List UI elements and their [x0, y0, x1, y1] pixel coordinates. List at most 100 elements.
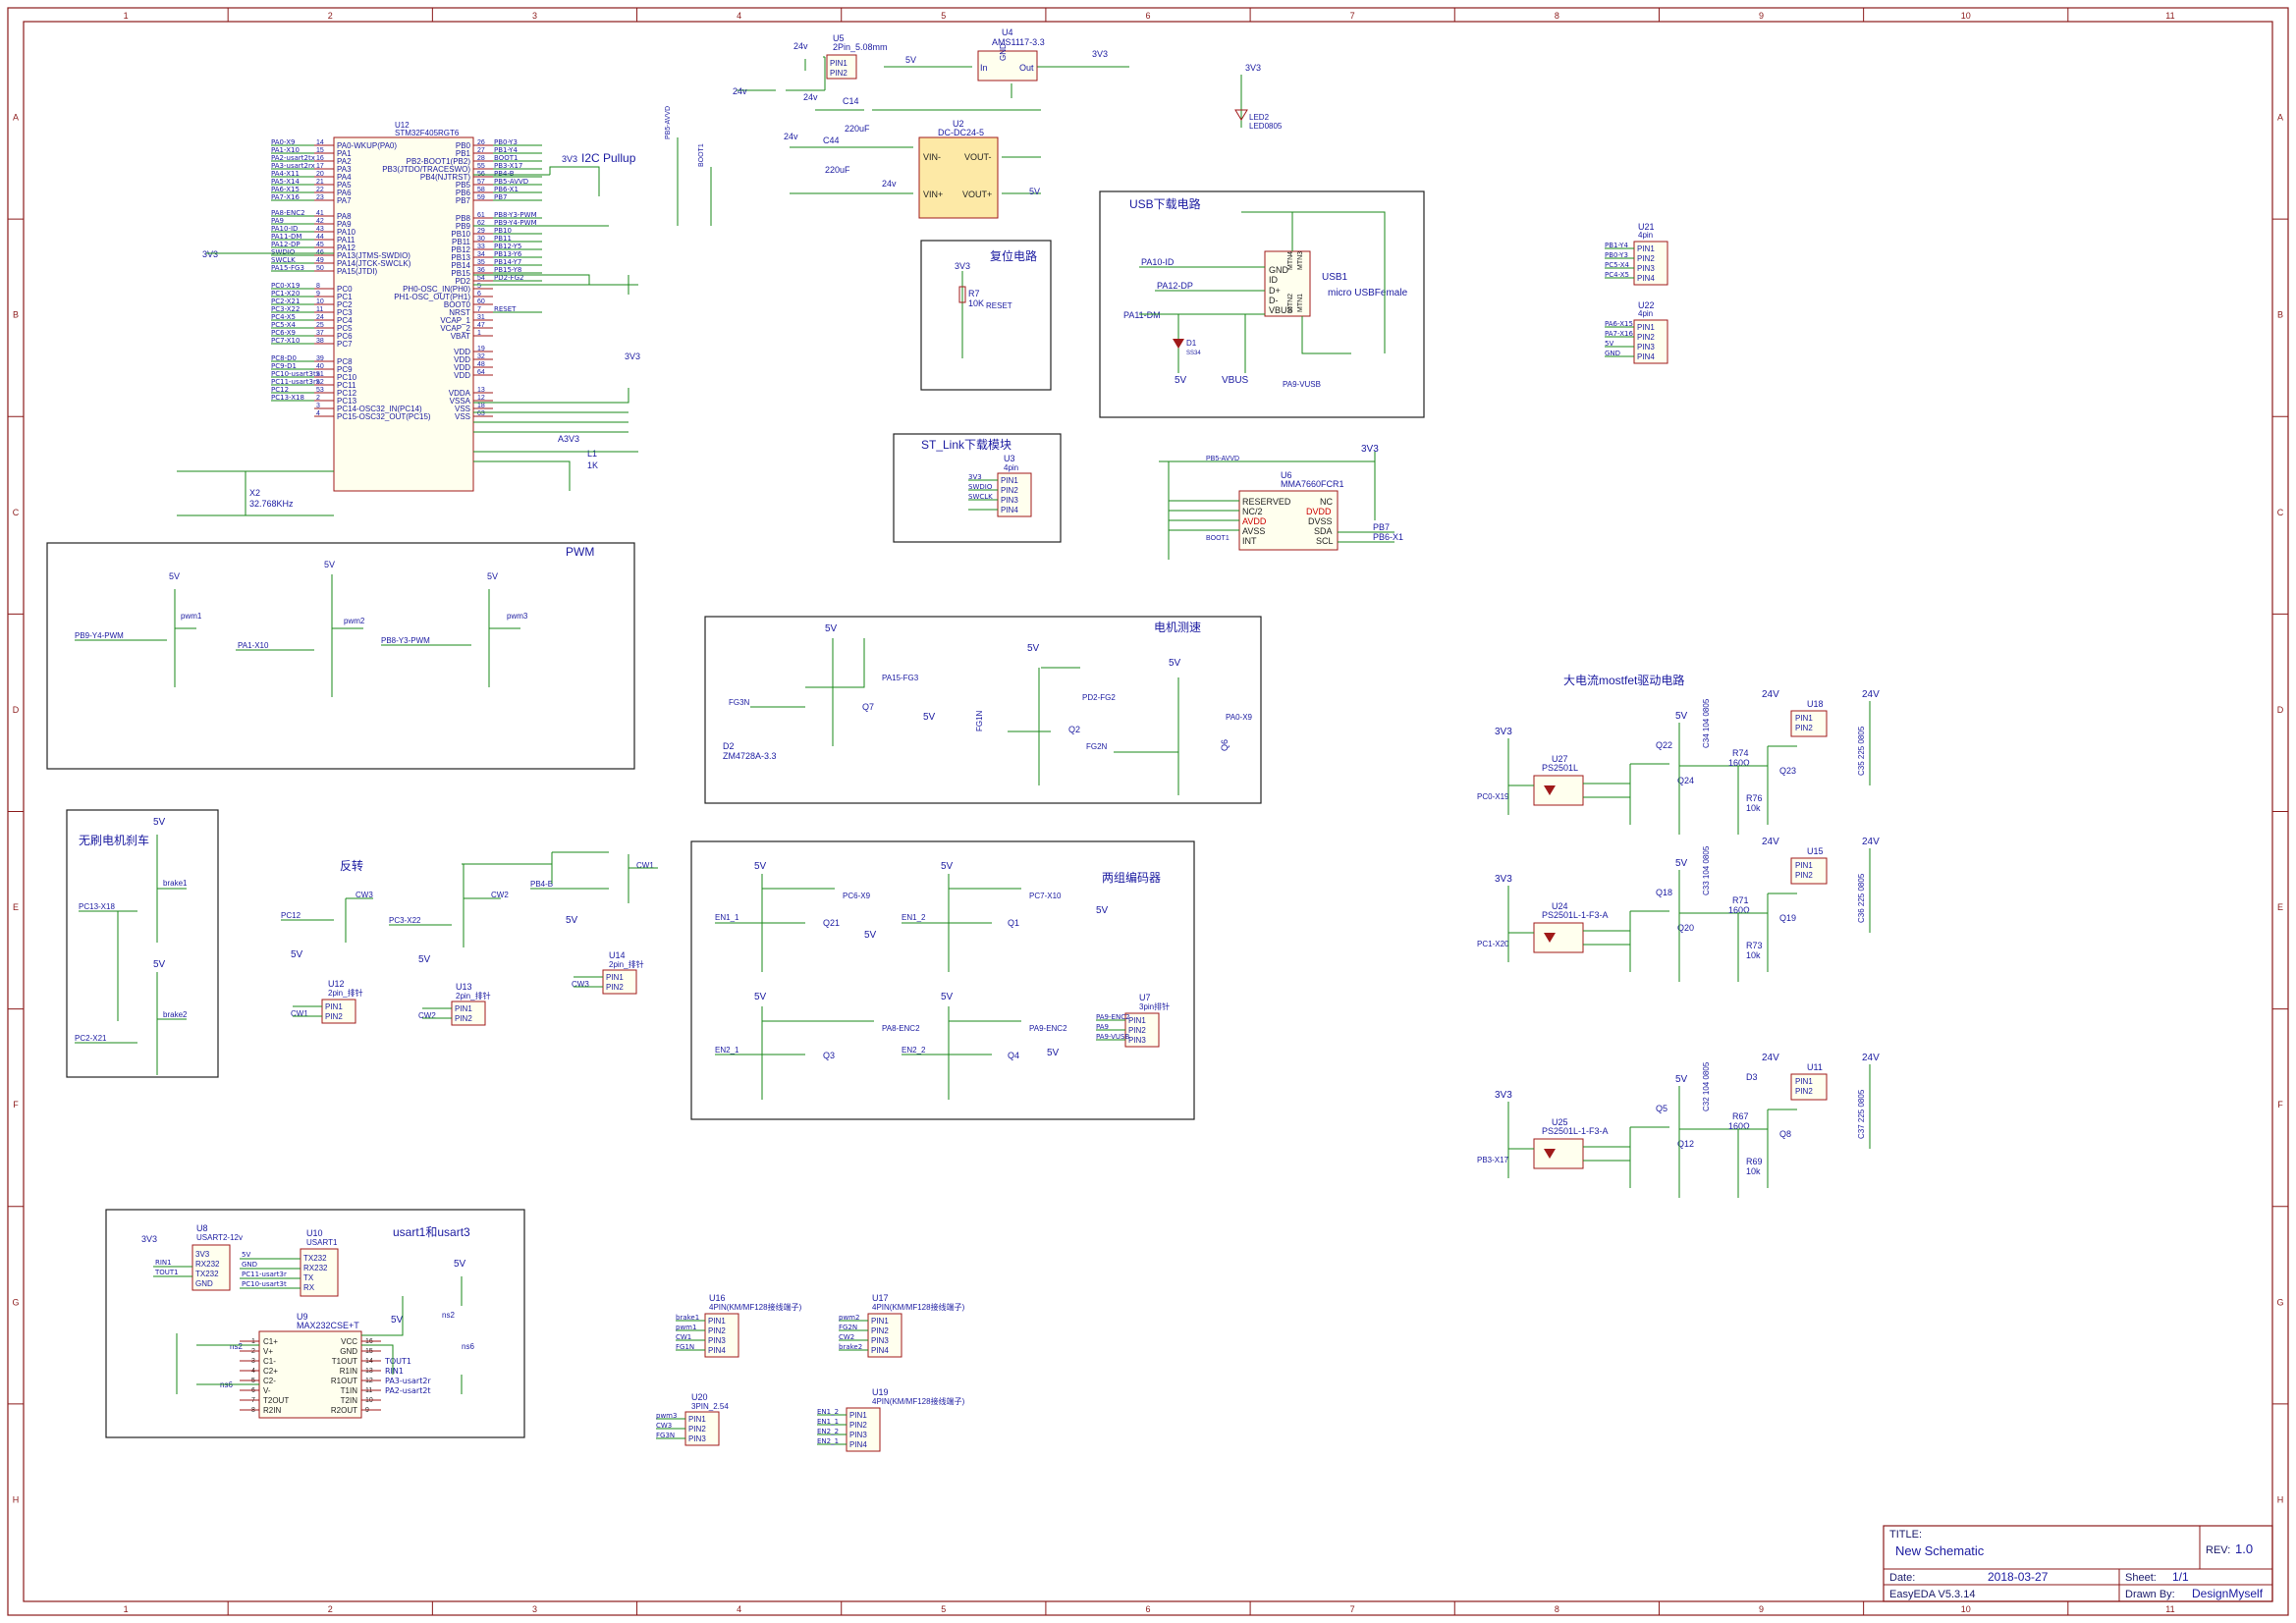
connector-net-label: PA6-X15 [1605, 320, 1633, 328]
connector-body [1633, 319, 1668, 364]
label-3v3: 3V3 [562, 154, 577, 164]
label-24v: 24v [882, 179, 897, 189]
wire [750, 638, 1179, 795]
connector-net-label: CW1 [676, 1333, 691, 1341]
label-5v: 5V [1175, 375, 1187, 386]
title-label: TITLE: [1889, 1529, 1922, 1541]
mcu-pin-number: 41 [316, 210, 324, 217]
label-5v: 5V [291, 949, 303, 960]
label-pa1-x10: PA1-X10 [238, 641, 269, 650]
connector-pin-label: PIN4 [849, 1440, 867, 1449]
r1-ref: R71 [1732, 895, 1749, 905]
mosfet-channel: 3V3PC0-X19U27PS2501L5VQ22Q24R74160ΩR7610… [1477, 689, 1880, 835]
label-pwm2: pwm2 [344, 617, 365, 625]
r2-value: 10k [1746, 950, 1761, 960]
connector-body [867, 1313, 902, 1358]
wire [1507, 886, 1631, 972]
connector-net-label: EN1_1 [817, 1418, 839, 1426]
wire [473, 388, 629, 433]
mcu-pin-number: 53 [316, 387, 324, 394]
mcu-net-label: PA11-DM [271, 233, 301, 241]
u21-value: 4pin [1638, 231, 1653, 240]
mcu-pin-number: 40 [316, 363, 324, 370]
label-pa12-dp: PA12-DP [1157, 281, 1193, 291]
r1-value: 160Ω [1728, 758, 1750, 768]
u16-connector: U16 4PIN(KM/MF128接线端子) PIN1brake1PIN2pwm… [676, 1293, 802, 1358]
mcu-net-label: PA8-ENC2 [271, 209, 305, 217]
mcu-pin-number: 48 [477, 361, 485, 368]
label-5v: 5V [1029, 187, 1040, 196]
mcu-pin-name: PC8 [337, 357, 353, 366]
u22-value: 4pin [1638, 309, 1653, 318]
max232-pin-name: R1IN [340, 1367, 357, 1376]
u2-ref: U2 [953, 119, 964, 129]
mcu-pin-name: PA8 [337, 212, 352, 221]
motor-speed-title: 电机测速 [1154, 621, 1201, 634]
l1-value: 1K [587, 460, 598, 470]
mcu-pin-name: PB5 [456, 181, 471, 189]
connector-net-label: FG1N [676, 1343, 694, 1351]
r2-value: 10k [1746, 803, 1761, 813]
mcu-pin-name: VDD [454, 348, 470, 356]
mcu-pin-name: VSS [455, 412, 470, 421]
connector-net-label: EN2_2 [817, 1428, 839, 1435]
mcu-pin-number: 34 [477, 251, 485, 258]
u8-ref: U8 [196, 1223, 208, 1233]
label-24v: 24v [803, 92, 818, 102]
label-a3v3: A3V3 [558, 434, 579, 444]
u19-ref: U19 [872, 1387, 889, 1397]
label-5v: 5V [905, 55, 916, 65]
grid-col-label: 8 [1555, 11, 1559, 21]
wire [1737, 745, 1797, 835]
mcu-pin-name: PC1 [337, 293, 353, 301]
mcu-pin-name: VDD [454, 371, 470, 380]
connector-pin-label: PIN2 [1637, 333, 1655, 342]
pin-label: INT [1242, 536, 1257, 546]
mcu-pin-name: PB14 [451, 261, 470, 270]
mcu-net-label: PC12 [271, 386, 289, 394]
mcu-pin-name: PA14(JTCK-SWCLK) [337, 259, 411, 268]
mcu-net-label: PC0-X19 [271, 282, 300, 290]
label-24v: 24v [784, 132, 798, 141]
u10-net-label: 5V [242, 1251, 250, 1259]
mcu-pin-name: PB12 [451, 245, 470, 254]
mcu-net-label: PC2-X21 [271, 298, 300, 305]
label-cw1: CW1 [291, 1009, 308, 1018]
connector-net-label: PA9-ENC2 [1096, 1013, 1130, 1021]
label-5v: 5V [487, 571, 498, 581]
wire [281, 851, 658, 947]
input-net-label: PC1-X20 [1477, 940, 1509, 948]
connector-pin-label: PIN2 [1795, 871, 1813, 880]
u10-connector: U10 USART1 TX232RX232TXRX5VGNDPC11-usart… [240, 1228, 339, 1297]
label-cw1: CW1 [636, 861, 654, 870]
label-pc2-x21: PC2-X21 [75, 1034, 107, 1043]
mcu-pin-number: 18 [477, 403, 485, 409]
transistor-ref: Q20 [1677, 923, 1694, 933]
title-value: New Schematic [1895, 1543, 1985, 1558]
connector-pin-label: PIN3 [1128, 1036, 1146, 1045]
mcu-pin-number: 26 [477, 139, 485, 146]
label-3v3: 3V3 [955, 261, 970, 271]
connector-net-label: PC5-X4 [1605, 261, 1630, 269]
mcu-net-label: PA0-X9 [271, 138, 295, 146]
mcu-part: STM32F405RGT6 [395, 129, 460, 137]
grid-row-label: G [2276, 1297, 2283, 1307]
u8-pin-label: 3V3 [195, 1250, 210, 1259]
wire [1737, 1109, 1797, 1198]
conn-body [1790, 857, 1828, 885]
label-3v3: 3V3 [625, 352, 640, 361]
connector-pin-label: PIN1 [688, 1415, 706, 1424]
u5-body [826, 54, 857, 80]
mcu-net-label: PB11 [494, 235, 512, 243]
input-net-label: PC0-X19 [1477, 792, 1509, 801]
u6-value: MMA7660FCR1 [1281, 479, 1344, 489]
connector-pin-label: PIN1 [1795, 714, 1813, 723]
label-5v: 5V [923, 712, 936, 723]
connector-net-label: brake2 [839, 1343, 862, 1351]
mcu-pin-name: PC4 [337, 316, 353, 325]
u10-net-label: PC11-usart3r [242, 1271, 287, 1278]
label-pc13-x18: PC13-X18 [79, 902, 115, 911]
label-pc7-x10: PC7-X10 [1029, 892, 1062, 900]
